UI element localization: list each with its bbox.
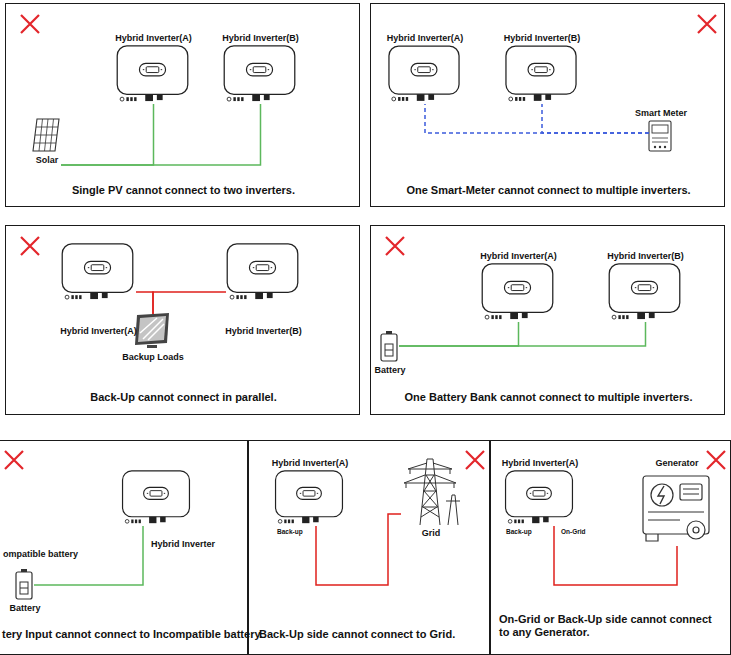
port-label: Back-up <box>277 528 303 535</box>
panel-caption: One Smart-Meter cannot connect to multip… <box>371 184 726 197</box>
port-label: On-Grid <box>561 528 586 535</box>
panel-caption: Single PV cannot connect to two inverter… <box>6 184 361 197</box>
diagram-panel: tery Input cannot connect to Incompatibl… <box>0 440 248 655</box>
inverter-icon <box>276 471 343 523</box>
wire-connector <box>316 514 401 585</box>
diagram-panel: One Smart-Meter cannot connect to multip… <box>370 3 725 207</box>
node-label: Battery <box>375 365 406 375</box>
node-label: Hybrid Inverter(A) <box>480 251 557 261</box>
wire-connector <box>61 104 261 165</box>
battery-box: Battery <box>381 331 399 363</box>
node-label: Hybrid Inverter(B) <box>607 251 684 261</box>
inverter-icon <box>62 244 133 299</box>
node-label: Smart Meter <box>635 108 687 118</box>
node-label: Hybrid Inverter(A) <box>115 33 192 43</box>
diagram-panel: One Battery Bank cannot connect to multi… <box>370 225 725 415</box>
inverter-box: Hybrid Inverter(A) <box>504 471 576 526</box>
panel-caption: On-Grid or Back-Up side cannot connect t… <box>499 613 725 638</box>
cross-mark <box>466 451 484 469</box>
battery-box: ompatible batteryBattery <box>16 569 34 601</box>
battery-icon <box>16 569 32 599</box>
port-label: Back-up <box>506 528 532 535</box>
inverter-box: Hybrid Inverter(A) <box>61 244 136 302</box>
inverter-icon <box>609 264 680 319</box>
inverter-box: Hybrid Inverter(A) <box>389 46 461 104</box>
cross-mark <box>698 15 716 33</box>
inverter-box: Hybrid Inverter <box>121 471 193 526</box>
node-label: Hybrid Inverter(A) <box>387 33 464 43</box>
diagram-panel: Single PV cannot connect to two inverter… <box>5 3 360 207</box>
wire-connector <box>399 322 519 346</box>
node-label: Hybrid Inverter(A) <box>272 458 349 468</box>
wire-connector <box>542 104 649 133</box>
wire-connector <box>136 292 153 314</box>
node-label: Hybrid Inverter <box>151 539 215 549</box>
node-label: Hybrid Inverter(B) <box>222 33 299 43</box>
inverter-icon <box>123 471 190 523</box>
loads-icon <box>135 313 169 348</box>
inverter-box: Hybrid Inverter(B) <box>506 46 578 104</box>
node-label: ompatible battery <box>3 549 78 559</box>
node-label: Hybrid Inverter(B) <box>504 33 581 43</box>
wire-connector <box>399 322 646 346</box>
cross-mark <box>5 451 23 469</box>
solar-panel: Solar <box>33 119 61 153</box>
inverter-box: Hybrid Inverter(B) <box>608 264 683 322</box>
cross-mark <box>21 237 39 255</box>
solar-icon <box>33 119 59 151</box>
diagram-panel: On-Grid or Back-Up side cannot connect t… <box>490 440 731 655</box>
generator-icon <box>643 476 709 541</box>
node-label: Battery <box>10 603 41 613</box>
wire-connector <box>61 104 154 165</box>
inverter-box: Hybrid Inverter(A) <box>116 46 191 104</box>
inverter-icon <box>117 46 188 101</box>
meter-icon <box>649 121 671 151</box>
panel-caption: One Battery Bank cannot connect to multi… <box>371 391 726 404</box>
node-label: Backup Loads <box>122 352 184 362</box>
inverter-icon <box>482 264 553 319</box>
cross-mark <box>707 451 725 469</box>
diagram-panel: Back-Up side cannot connect to Grid. Hybr… <box>248 440 490 655</box>
wire-connector <box>554 526 677 585</box>
smart-meter: Smart Meter <box>649 121 673 153</box>
diagram-panel: Back-Up cannot connect in parallel. Hybri… <box>5 225 360 415</box>
inverter-icon <box>227 244 298 299</box>
cross-mark <box>386 237 404 255</box>
panel-caption: tery Input cannot connect to Incompatibl… <box>2 628 263 641</box>
node-label: Hybrid Inverter(A) <box>60 326 137 336</box>
node-label: Solar <box>36 155 59 165</box>
inverter-icon <box>506 46 576 101</box>
wire-connector <box>153 292 226 314</box>
inverter-icon <box>224 46 295 101</box>
panel-caption: Back-Up cannot connect in parallel. <box>6 391 361 404</box>
wire-connector <box>425 104 649 133</box>
inverter-box: Hybrid Inverter(A) <box>274 471 346 526</box>
inverter-box: Hybrid Inverter(B) <box>223 46 298 104</box>
cross-mark <box>21 15 39 33</box>
inverter-icon <box>389 46 459 101</box>
node-label: Generator <box>655 458 698 468</box>
inverter-box: Hybrid Inverter(A) <box>481 264 556 322</box>
battery-icon <box>381 331 397 361</box>
grid-tower: Grid <box>401 456 461 526</box>
backup-loads: Backup Loads <box>134 314 172 350</box>
panel-caption: Back-Up side cannot connect to Grid. <box>259 628 455 641</box>
inverter-box: Hybrid Inverter(B) <box>226 244 301 302</box>
node-label: Hybrid Inverter(B) <box>225 326 302 336</box>
node-label: Grid <box>422 528 441 538</box>
node-label: Hybrid Inverter(A) <box>502 458 579 468</box>
grid-icon <box>404 459 460 525</box>
inverter-icon <box>506 471 573 523</box>
generator-box: Generator <box>641 471 713 546</box>
